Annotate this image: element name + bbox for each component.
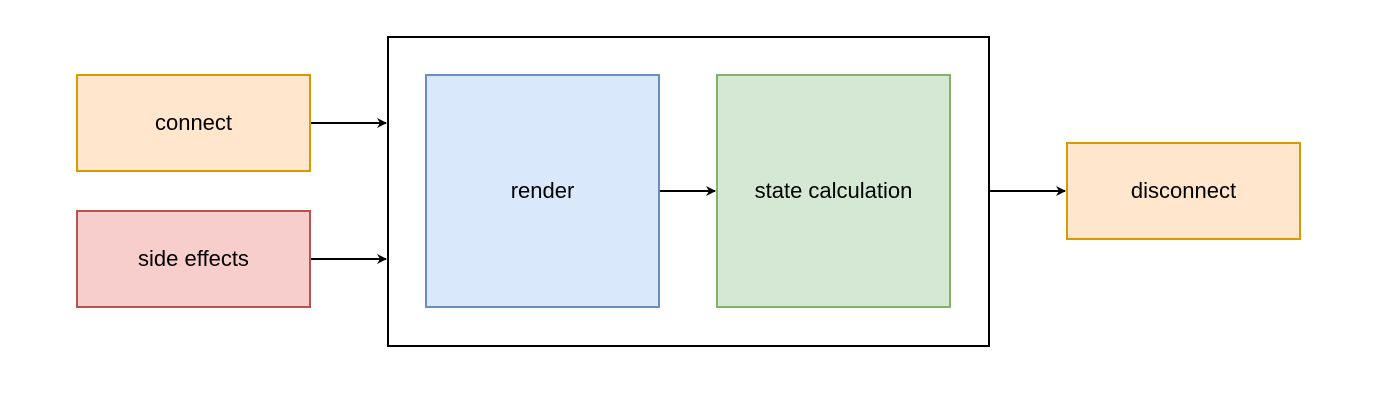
state-calculation-label: state calculation [754,178,913,203]
render-node: render [425,74,660,308]
side-effects-node: side effects [76,210,311,308]
render-label: render [510,178,575,203]
connect-node: connect [76,74,311,172]
disconnect-label: disconnect [1130,178,1237,203]
disconnect-node: disconnect [1066,142,1301,240]
state-calculation-node: state calculation [716,74,951,308]
side-effects-label: side effects [138,246,249,271]
connect-label: connect [154,110,233,135]
